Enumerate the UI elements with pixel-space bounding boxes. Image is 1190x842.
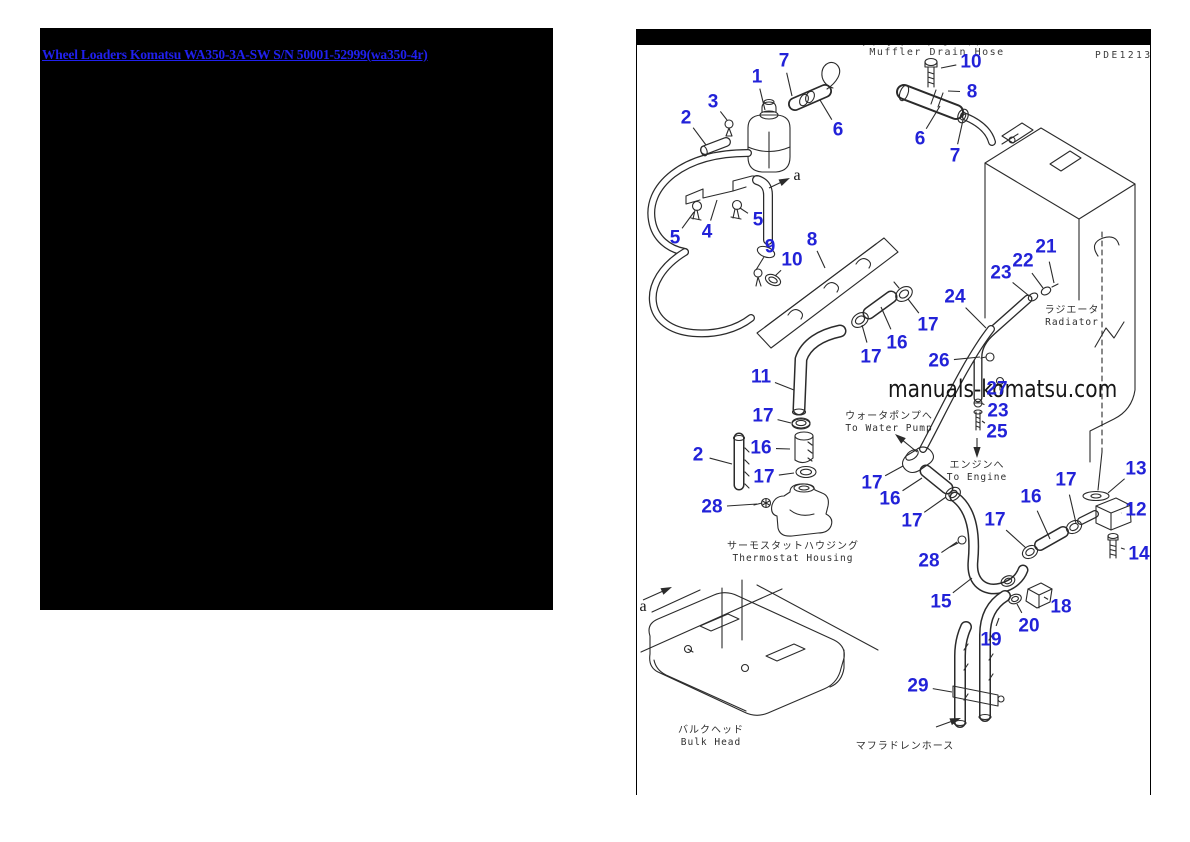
diagram-header-bar	[636, 29, 1151, 45]
part-label-jp: バルクヘッド	[678, 725, 744, 736]
diagram-title: Muffler Drain Hose	[869, 47, 1005, 58]
part-label-jp: マフラドレンホース	[855, 741, 955, 752]
reservoir-tank	[747, 98, 791, 173]
view-letter: a	[639, 598, 647, 615]
part-label-en: Radiator	[1045, 317, 1099, 328]
part-label: マフラドレンホース	[856, 737, 955, 752]
radiator	[984, 122, 1136, 463]
part-label-jp: ラジエータ	[1044, 305, 1100, 316]
image-placeholder	[40, 28, 553, 610]
part-label-jp: サーモスタットハウジング	[727, 541, 859, 552]
view-letter: a	[793, 167, 801, 184]
part-label-en: Bulk Head	[680, 737, 742, 748]
part-label-jp: エンジンへ	[949, 460, 1005, 471]
elbow-chain-right	[1021, 451, 1132, 560]
thermostat-housing	[732, 418, 833, 537]
engine-pipe-fittings	[973, 352, 1005, 431]
part-label-en: To Water Pump	[845, 423, 933, 434]
watermark: manuals-komatsu.com	[888, 375, 1118, 403]
water-pump-chain	[901, 446, 1016, 587]
louver-panel	[756, 237, 899, 349]
drain-hoses	[952, 582, 1053, 727]
hoses	[647, 84, 1099, 728]
plate-code: PDE1213	[1095, 50, 1153, 61]
fittings-top-left	[685, 61, 841, 287]
part-label-en: Thermostat Housing	[732, 553, 854, 564]
parts-diagram-panel	[636, 29, 1151, 795]
model-link[interactable]: Wheel Loaders Komatsu WA350-3A-SW S/N 50…	[42, 47, 428, 62]
bulkhead	[640, 579, 879, 716]
part-label-en: To Engine	[946, 472, 1008, 483]
part-label-jp: ウォータポンプへ	[845, 411, 933, 422]
muffler-assembly	[898, 57, 969, 124]
